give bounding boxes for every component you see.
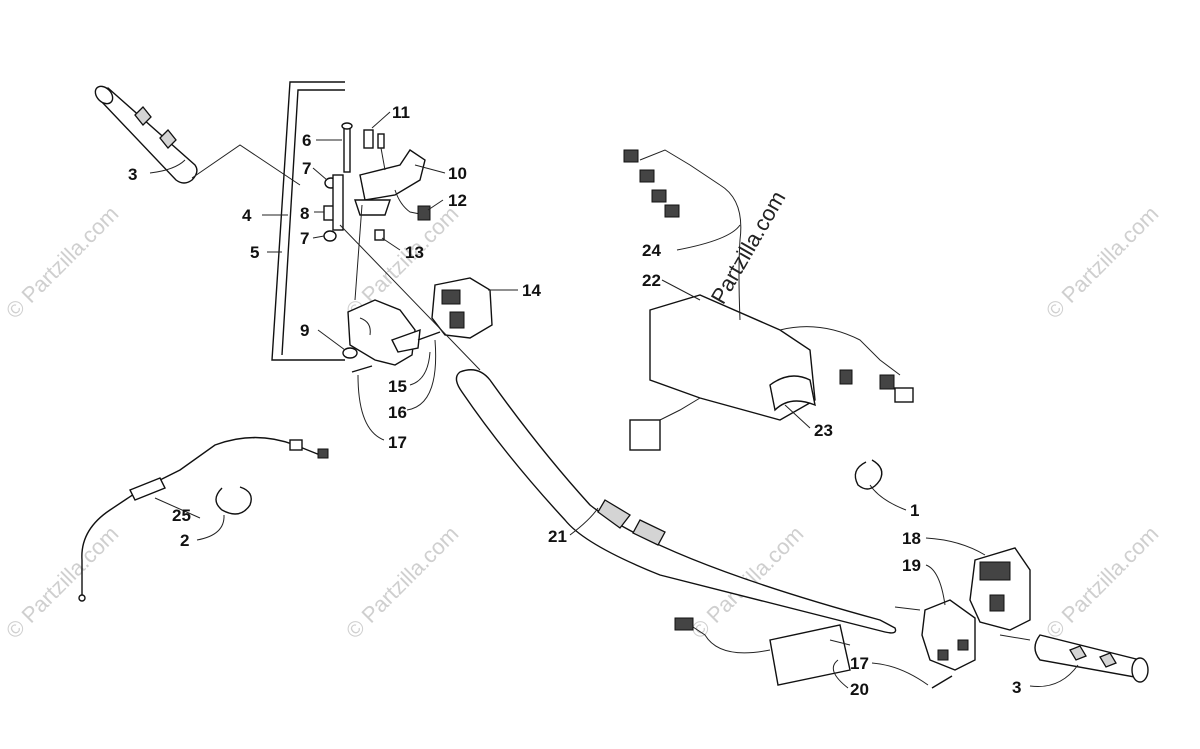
heater-module xyxy=(623,149,914,451)
callout-22: 22 xyxy=(642,271,661,290)
callout-1: 1 xyxy=(910,501,919,520)
throttle-cable xyxy=(78,436,329,602)
switch-housing-18 xyxy=(969,547,1031,631)
callout-12: 12 xyxy=(448,191,467,210)
screw-17-left xyxy=(351,365,373,373)
callout-8: 8 xyxy=(300,204,309,223)
clip-1 xyxy=(854,459,883,490)
harness-12 xyxy=(394,189,431,221)
callout-9: 9 xyxy=(300,321,309,340)
bolt-6 xyxy=(341,122,353,173)
clip-2 xyxy=(215,486,252,515)
leader-lines xyxy=(149,111,1079,689)
callout-17-right: 17 xyxy=(850,654,869,673)
callout-15: 15 xyxy=(388,377,407,396)
callout-14: 14 xyxy=(522,281,541,300)
callout-10: 10 xyxy=(448,164,467,183)
watermark: © Partzilla.com xyxy=(341,521,464,644)
switch-housing-14 xyxy=(431,277,493,339)
callout-3-left: 3 xyxy=(128,165,137,184)
callout-20: 20 xyxy=(850,680,869,699)
brake-lever-bracket xyxy=(332,149,426,231)
guide-line xyxy=(354,204,363,301)
callout-7-top: 7 xyxy=(302,159,311,178)
group-bracket xyxy=(271,81,345,361)
callout-25: 25 xyxy=(172,506,191,525)
watermark: © Partzilla.com xyxy=(1041,201,1164,324)
callout-18: 18 xyxy=(902,529,921,548)
callout-5: 5 xyxy=(250,243,259,262)
heater-element xyxy=(674,617,851,686)
right-grip xyxy=(1034,634,1149,683)
watermark: © Partzilla.com xyxy=(1,521,124,644)
handlebar xyxy=(455,369,1031,641)
callout-19: 19 xyxy=(902,556,921,575)
switch-11 xyxy=(363,129,386,171)
watermark: © Partzilla.com xyxy=(1,201,124,324)
screw-15 xyxy=(417,331,441,341)
callout-6: 6 xyxy=(302,131,311,150)
watermark: © Partzilla.com xyxy=(1041,521,1164,644)
left-grip xyxy=(94,85,301,186)
callout-2: 2 xyxy=(180,531,189,550)
callout-4: 4 xyxy=(242,206,252,225)
clip-13 xyxy=(374,229,385,241)
callout-23: 23 xyxy=(814,421,833,440)
throttle-housing xyxy=(342,299,421,366)
callout-7-bottom: 7 xyxy=(300,229,309,248)
callout-11: 11 xyxy=(392,103,410,122)
guide-line xyxy=(339,224,481,371)
callout-3-right: 3 xyxy=(1012,678,1021,697)
callout-13: 13 xyxy=(405,243,424,262)
screw-17-right xyxy=(931,675,953,689)
callouts: 3 4 5 6 7 8 7 11 10 12 13 14 9 15 16 17 … xyxy=(128,103,1021,699)
callout-17-left: 17 xyxy=(388,433,407,452)
callout-16: 16 xyxy=(388,403,407,422)
callout-21: 21 xyxy=(548,527,567,546)
callout-24: 24 xyxy=(642,241,661,260)
housing-19 xyxy=(921,599,976,671)
